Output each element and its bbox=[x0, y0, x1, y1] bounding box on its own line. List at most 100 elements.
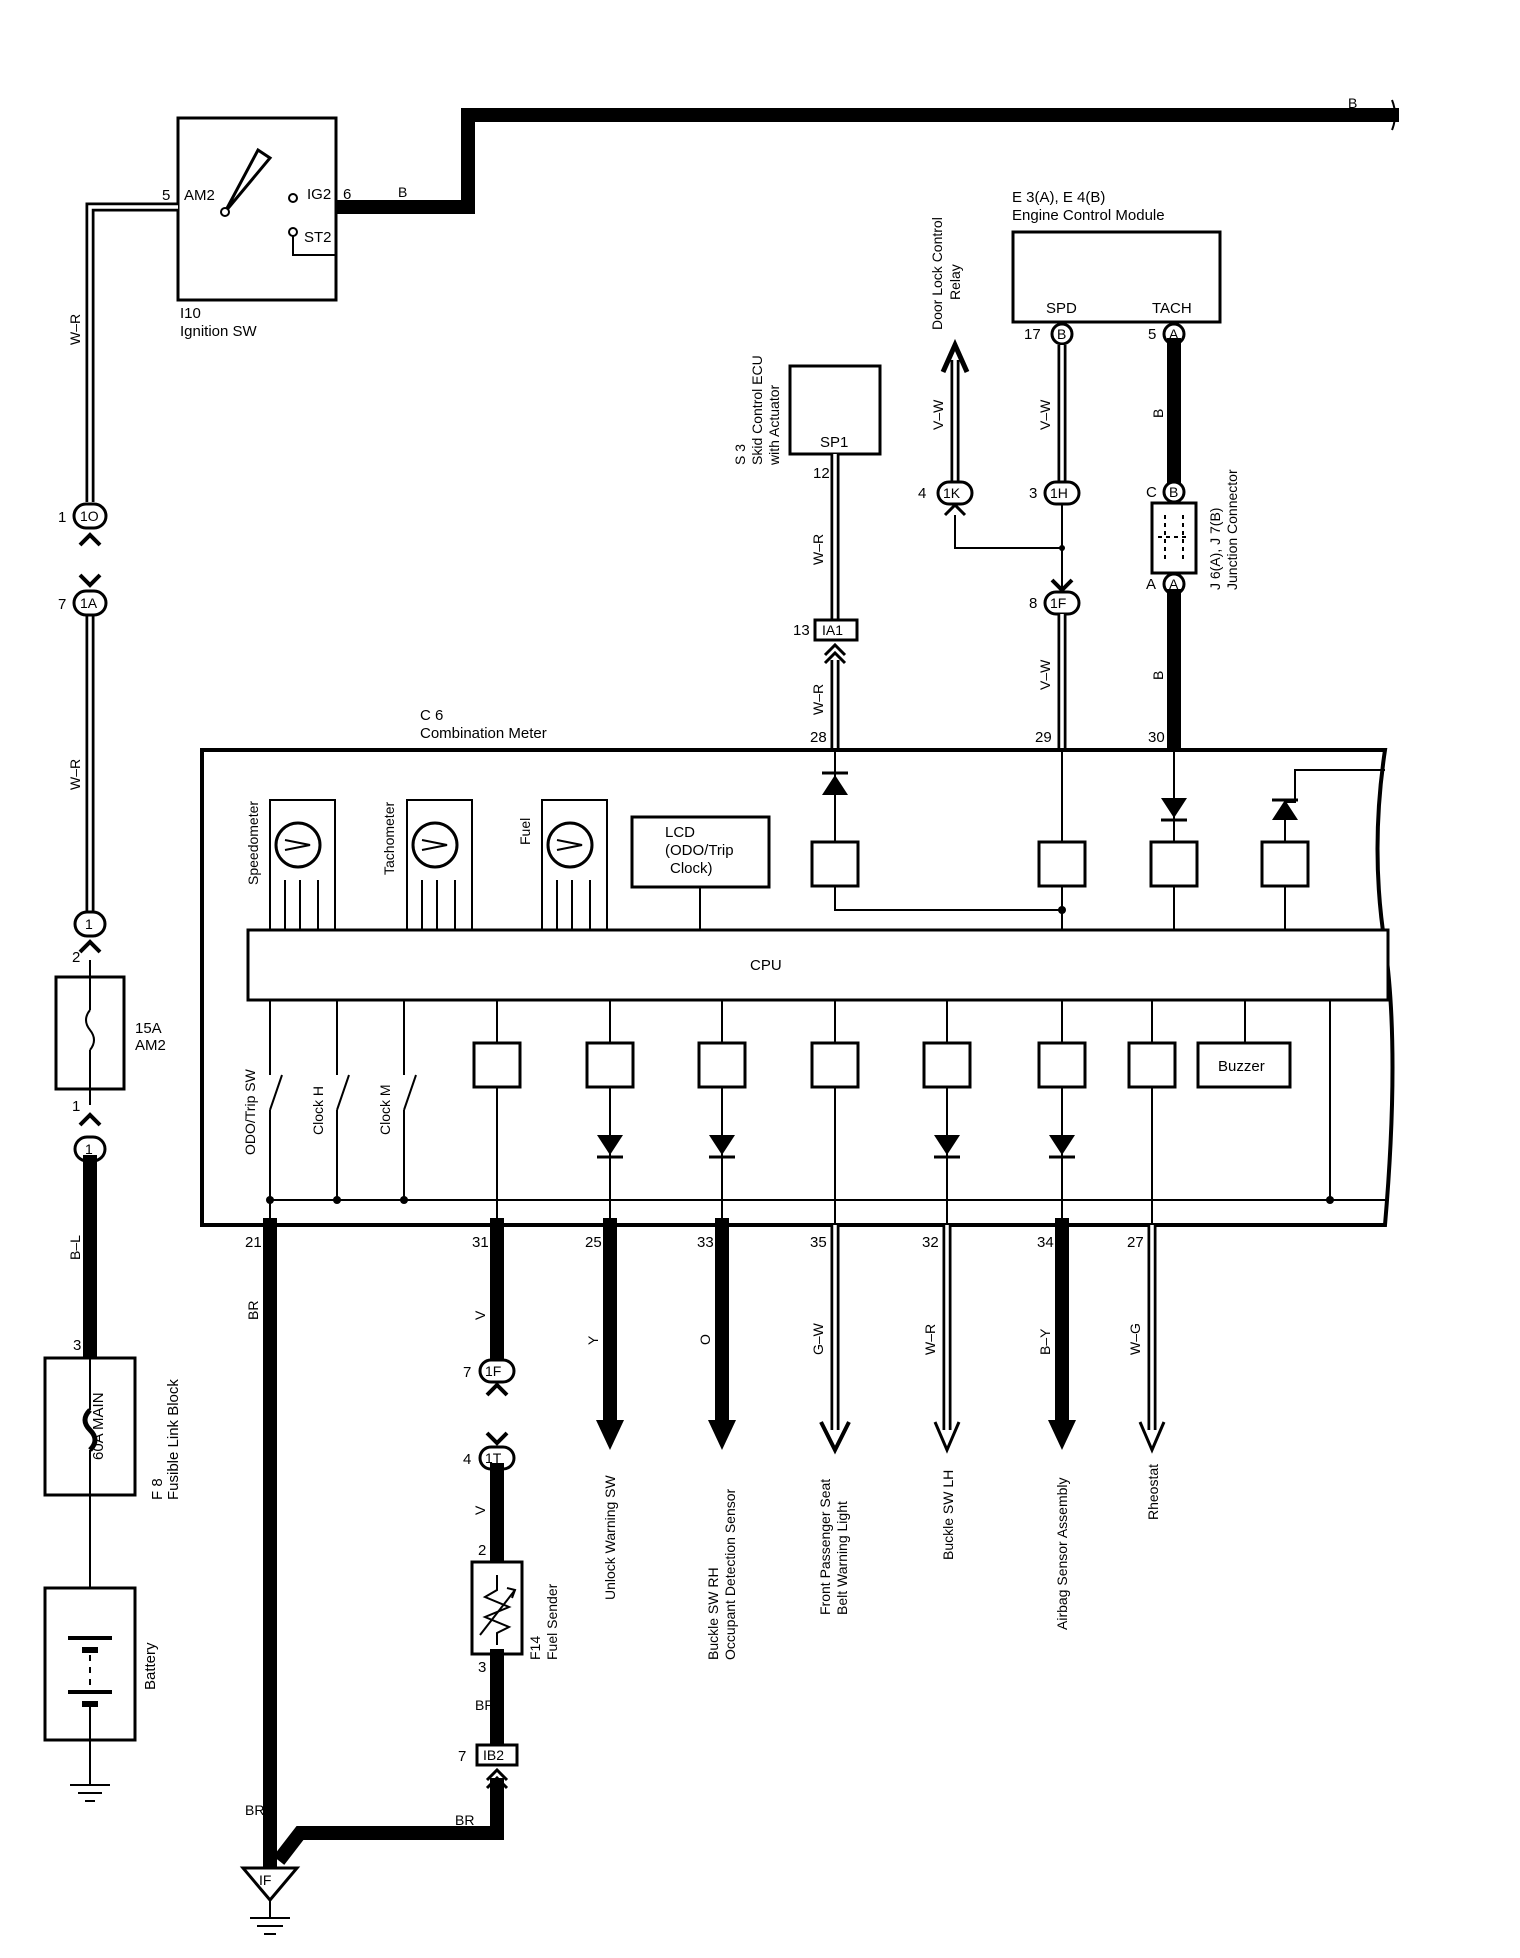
wire-color-wr-2: W–R bbox=[67, 759, 83, 790]
buzzer-label: Buzzer bbox=[1218, 1058, 1265, 1075]
wire-color-vw-door: V–W bbox=[930, 399, 946, 430]
wire-color-b-tach: B bbox=[1150, 409, 1166, 418]
out-label-buckle-rh: Buckle SW RH bbox=[705, 1567, 721, 1660]
wire-color-wr-1: W–R bbox=[67, 314, 83, 345]
wire-color-v-2: V bbox=[472, 1505, 488, 1515]
out-color-wg: W–G bbox=[1127, 1323, 1143, 1355]
conn-code-1k: 1K bbox=[943, 485, 961, 501]
fl-name: Fusible Link Block bbox=[165, 1379, 182, 1500]
switch-clock-h-label: Clock H bbox=[310, 1086, 326, 1135]
wire-color-b-tach2: B bbox=[1150, 671, 1166, 680]
wire-color-wr-skid2: W–R bbox=[810, 684, 826, 715]
meter-pin-34: 34 bbox=[1037, 1234, 1054, 1251]
upper-interface-blocks bbox=[810, 750, 1385, 930]
b-bus-wire: B B bbox=[328, 95, 1399, 214]
w-r-wire-left: W–R W–R bbox=[67, 202, 178, 912]
conn-code-1h: 1H bbox=[1050, 485, 1068, 501]
pin-ig2: IG2 bbox=[307, 186, 331, 203]
cpu-label: CPU bbox=[750, 957, 782, 974]
out-label-unlock: Unlock Warning SW bbox=[602, 1474, 618, 1600]
conn-pin-ia1: 13 bbox=[793, 622, 810, 639]
fuel-label: Fuel bbox=[517, 818, 533, 845]
pin-am2: AM2 bbox=[184, 187, 215, 204]
out-label-buckle-lh: Buckle SW LH bbox=[940, 1470, 956, 1560]
connector-1a: 1A 7 bbox=[58, 589, 108, 617]
meter-pin-29: 29 bbox=[1035, 729, 1052, 746]
out-color-gw: G–W bbox=[810, 1322, 826, 1355]
meter-name: Combination Meter bbox=[420, 725, 547, 742]
pin-num-6: 6 bbox=[343, 186, 351, 203]
ign-name: Ignition SW bbox=[180, 323, 258, 340]
fuel-sender-pin-2: 2 bbox=[478, 1542, 486, 1559]
out-color-by: B–Y bbox=[1037, 1328, 1053, 1355]
wire-color-br-3: BR bbox=[245, 1301, 261, 1320]
conn-pin-1f-low: 7 bbox=[463, 1364, 471, 1381]
door-lock-label-1: Door Lock Control bbox=[929, 217, 945, 330]
wire-color-vw-2: V–W bbox=[1037, 659, 1053, 690]
conn-pin-1o: 1 bbox=[58, 509, 66, 526]
wire-color-wr-skid: W–R bbox=[810, 534, 826, 565]
conn-code-ia1: IA1 bbox=[822, 622, 843, 638]
conn-code-1a: 1A bbox=[80, 595, 98, 611]
meter-pin-27: 27 bbox=[1127, 1234, 1144, 1251]
fl-rating: 60A MAIN bbox=[90, 1392, 107, 1460]
lcd-line-2: (ODO/Trip bbox=[665, 842, 734, 859]
out-label-airbag: Airbag Sensor Assembly bbox=[1054, 1477, 1070, 1630]
conn-code-1f-low: 1F bbox=[485, 1363, 501, 1379]
conn-pin-ib2: 7 bbox=[458, 1748, 466, 1765]
lcd-line-3: Clock) bbox=[670, 860, 713, 877]
connector-1o: 1O 1 bbox=[58, 502, 108, 588]
switch-odo-label: ODO/Trip SW bbox=[242, 1068, 258, 1155]
tachometer-label: Tachometer bbox=[381, 802, 397, 875]
fuel-gauge: Fuel bbox=[517, 799, 608, 930]
ign-id: I10 bbox=[180, 305, 201, 322]
skid-title-3: with Actuator bbox=[766, 385, 782, 466]
meter-id: C 6 bbox=[420, 707, 443, 724]
ground-code: IF bbox=[259, 1872, 271, 1888]
ecm-tach: TACH bbox=[1152, 300, 1192, 317]
engine-control-module: E 3(A), E 4(B) Engine Control Module SPD… bbox=[1011, 189, 1222, 346]
conn-pin-1k: 4 bbox=[918, 485, 926, 502]
jc-bot-conn: A bbox=[1169, 576, 1179, 592]
wire-color-b: B bbox=[1348, 95, 1357, 111]
fl-id: F 8 bbox=[149, 1478, 166, 1500]
meter-pin-28: 28 bbox=[810, 729, 827, 746]
out-label-belt-warning: Belt Warning Light bbox=[834, 1501, 850, 1615]
door-lock-relay-wire: V–W 1K 4 Door Lock Control Relay bbox=[918, 217, 974, 517]
meter-switches: ODO/Trip SW Clock H Clock M bbox=[242, 1000, 1385, 1225]
meter-pin-25: 25 bbox=[585, 1234, 602, 1251]
skid-title-2: Skid Control ECU bbox=[749, 355, 765, 465]
conn-code-1f-top: 1F bbox=[1050, 595, 1066, 611]
buzzer-box bbox=[1196, 1041, 1292, 1089]
out-color-y: Y bbox=[585, 1335, 601, 1345]
out-label-rheostat: Rheostat bbox=[1145, 1464, 1161, 1520]
combination-meter: C 6 Combination Meter 28 29 30 Speedomet… bbox=[200, 707, 1395, 1251]
tach-wire: B C B A A B J 6(A), J 7(B) Junction Conn… bbox=[1146, 338, 1240, 757]
lcd-line-1: LCD bbox=[665, 824, 695, 841]
ecm-tach-conn: A bbox=[1169, 326, 1179, 342]
lcd-display: LCD (ODO/Trip Clock) bbox=[630, 815, 771, 930]
wire-color-br-1: BR bbox=[475, 1697, 494, 1713]
out-label-front-pass: Front Passenger Seat bbox=[817, 1479, 833, 1615]
v-w-wire-spd: V–W 1H 3 1F 8 V–W bbox=[954, 345, 1081, 750]
ecm-spd-conn: B bbox=[1057, 326, 1066, 342]
skid-pin: 12 bbox=[813, 465, 830, 482]
battery-label: Battery bbox=[142, 1642, 159, 1690]
fuse-am2: 1 2 15A AM2 1 1 bbox=[54, 910, 166, 1163]
skid-control-ecu: SP1 12 S 3 Skid Control ECU with Actuato… bbox=[732, 355, 882, 750]
fuel-sender-name: Fuel Sender bbox=[544, 1583, 560, 1660]
tachometer-gauge: Tachometer bbox=[381, 799, 473, 930]
wire-color-vw-1: V–W bbox=[1037, 399, 1053, 430]
jc-label-1: J 6(A), J 7(B) bbox=[1207, 508, 1223, 590]
fuel-sender-pin-3: 3 bbox=[478, 1659, 486, 1676]
wire-color-bl: B–L bbox=[67, 1235, 83, 1260]
fuel-sender-circuit: V 1F 7 1T 4 V 2 3 F14 Fuel Sender BR IB2… bbox=[273, 1218, 560, 1865]
meter-pin-35: 35 bbox=[810, 1234, 827, 1251]
out-color-wr: W–R bbox=[922, 1324, 938, 1355]
speedometer-label: Speedometer bbox=[245, 801, 261, 885]
conn-code-1-upper: 1 bbox=[85, 916, 93, 932]
door-lock-label-2: Relay bbox=[947, 264, 963, 300]
fl-pin: 3 bbox=[73, 1337, 81, 1354]
switch-lever bbox=[223, 147, 273, 213]
conn-pin-1h: 3 bbox=[1029, 485, 1037, 502]
